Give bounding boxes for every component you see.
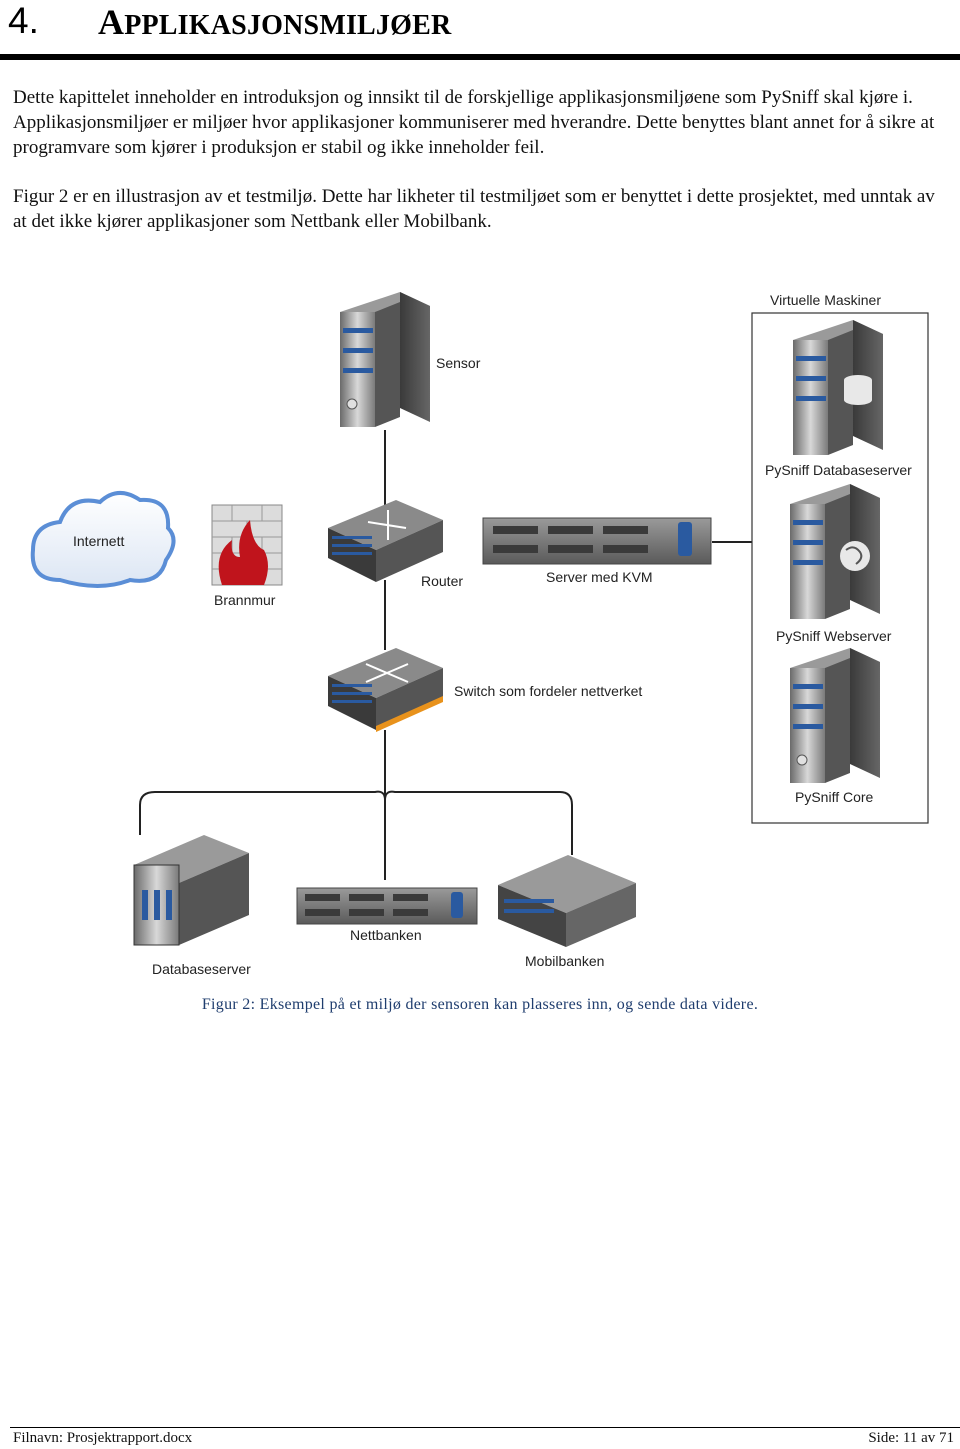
database-server-icon	[133, 835, 249, 946]
internet-label: Internett	[73, 533, 124, 549]
heading-rule	[0, 54, 960, 60]
network-diagram: Sensor Internett Brannmur Router	[30, 292, 929, 977]
virtual-machines-frame	[751, 312, 929, 824]
database-server-label: Databaseserver	[152, 961, 251, 977]
switch-label: Switch som fordeler nettverket	[454, 683, 642, 699]
netbank-label: Nettbanken	[350, 927, 422, 943]
router-icon	[328, 500, 443, 582]
netbank-server-icon	[296, 887, 478, 925]
sensor-label: Sensor	[436, 355, 481, 371]
pysniff-core-icon	[790, 648, 880, 783]
connection-lines	[139, 430, 752, 880]
figure-reference-paragraph: Figur 2 er en illustrasjon av et testmil…	[13, 186, 935, 232]
chapter-title: APPLIKASJONSMILJØER	[98, 1, 451, 43]
chapter-number: 4.	[8, 0, 39, 41]
mobilbank-label: Mobilbanken	[525, 953, 604, 969]
chapter-title-rest: PPLIKASJONSMILJØER	[124, 10, 452, 41]
chapter-heading: 4. APPLIKASJONSMILJØER	[8, 0, 958, 56]
router-label: Router	[421, 573, 463, 589]
internet-cloud-icon	[30, 491, 176, 588]
pysniff-core-label: PySniff Core	[795, 789, 874, 805]
footer-page-number: Side: 11 av 71	[868, 1430, 954, 1446]
firewall-icon	[211, 504, 283, 586]
kvm-server-label: Server med KVM	[546, 569, 653, 585]
footer-rule	[10, 1427, 960, 1428]
switch-icon	[328, 648, 443, 732]
mobilbank-server-icon	[498, 855, 636, 947]
footer-filename: Filnavn: Prosjektrapport.docx	[13, 1430, 193, 1446]
pysniff-webserver-label: PySniff Webserver	[776, 628, 892, 644]
pysniff-database-server-label: PySniff Databaseserver	[765, 462, 912, 478]
pysniff-webserver-icon	[790, 484, 880, 619]
sensor-server-icon	[340, 292, 430, 427]
kvm-server-icon	[482, 517, 712, 565]
intro-paragraph: Dette kapittelet inneholder en introduks…	[13, 87, 935, 158]
virtual-machines-title: Virtuelle Maskiner	[770, 292, 881, 308]
pysniff-database-server-icon	[793, 320, 883, 455]
figure-caption: Figur 2: Eksempel på et miljø der sensor…	[201, 996, 759, 1013]
firewall-label: Brannmur	[214, 592, 276, 608]
chapter-title-initial: A	[98, 2, 125, 42]
